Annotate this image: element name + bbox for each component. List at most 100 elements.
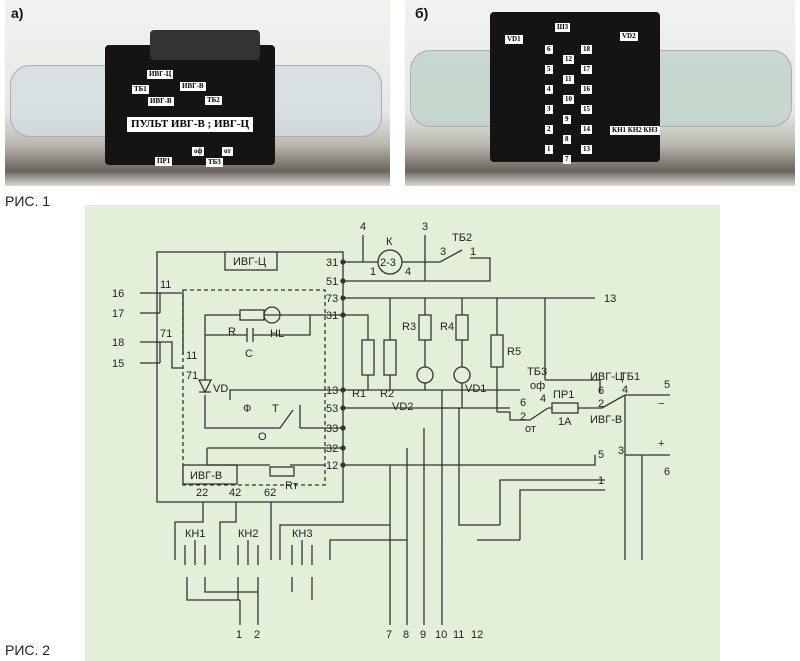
pin-11: 11: [186, 350, 197, 362]
vd-label: VD: [213, 383, 228, 395]
r4-label: R4: [440, 321, 454, 333]
title-plate: ПУЛЬТ ИВГ-В ; ИВГ-Ц: [127, 117, 254, 132]
tb1-pin1: 1: [598, 475, 604, 487]
plate-pr1: ПР1: [155, 157, 173, 166]
button-kh2-label: КН2: [238, 528, 258, 540]
photo-b-label: б): [415, 5, 429, 21]
pin-label: 13: [581, 145, 592, 154]
minus-sign: −: [658, 398, 664, 410]
pin-label: 3: [545, 105, 553, 114]
r5-label: R5: [507, 346, 521, 358]
rt-label: Rт: [285, 480, 298, 492]
pin-label: 1: [545, 145, 553, 154]
keypad: [150, 30, 260, 60]
o-label: О: [258, 431, 267, 443]
vd1-label: VD1: [465, 383, 486, 395]
plate-tb3: ТБ3: [206, 158, 223, 167]
pin-label: 8: [563, 135, 571, 144]
plate-ivg-c: ИВГ-Ц: [147, 70, 174, 79]
fig2-caption: РИС. 2: [5, 642, 51, 658]
tb2-pin3: 3: [440, 246, 446, 258]
fuse-pr1-rating: 1А: [558, 416, 572, 428]
pin-22: 22: [196, 487, 208, 499]
pin-33: 33: [326, 423, 338, 435]
node-71: 71: [160, 328, 172, 340]
button-kh3-label: КН3: [292, 528, 312, 540]
terminal-18: 18: [112, 337, 124, 349]
button-kh1-label: КН1: [185, 528, 205, 540]
ivg-c-label-box: [224, 251, 278, 271]
tb2-pin1: 1: [470, 246, 476, 258]
plate-tb2: ТБ2: [205, 96, 222, 105]
tb1-pin6: 6: [598, 385, 604, 397]
plate-ivg-v: ИВГ-В: [148, 97, 174, 106]
tb1-ivg-c: ИВГ-Ц: [590, 371, 623, 383]
terminal-7: 7: [386, 629, 392, 641]
photo-a: а) ИВГ-Ц ТБ1 ИВГ-В ИВГ-В ТБ2 ПУЛЬТ ИВГ-В…: [5, 0, 390, 186]
terminal-11: 11: [453, 629, 464, 641]
switch-tb2-label: ТБ2: [452, 232, 472, 244]
tb1-pin5: 5: [598, 449, 604, 461]
plate-sh3: Ш3: [555, 23, 571, 32]
pin-label: 6: [545, 45, 553, 54]
plate-tb1: ТБ1: [132, 85, 149, 94]
vd2-label: VD2: [392, 401, 413, 413]
c-label: C: [245, 348, 253, 360]
r2-label: R2: [380, 388, 394, 400]
fig1-caption: РИС. 1: [5, 193, 51, 209]
switch-tb3-label: ТБ3: [527, 366, 547, 378]
pin-label: 14: [581, 125, 592, 134]
plate-kn: КН1 КН2 КН3: [610, 126, 660, 135]
pin-32: 32: [326, 443, 338, 455]
pin-71: 71: [186, 370, 198, 382]
r-label: R: [228, 326, 236, 338]
tb1-pin3: 3: [618, 445, 624, 457]
pin-label: 7: [563, 155, 571, 164]
pin-label: 10: [563, 95, 574, 104]
terminal-9: 9: [420, 629, 426, 641]
tb3-of: оф: [530, 380, 545, 392]
relay-k-pin4: 4: [405, 266, 411, 278]
pin-label: 17: [581, 65, 592, 74]
terminal-1: 1: [236, 629, 242, 641]
relay-k-pin1: 1: [370, 266, 376, 278]
terminal-10: 10: [435, 629, 447, 641]
pin-label: 18: [581, 45, 592, 54]
pin-label: 15: [581, 105, 592, 114]
pin-12: 12: [326, 460, 338, 472]
pin-label: 12: [563, 55, 574, 64]
ivg-v-label: ИВГ-В: [190, 470, 222, 482]
r3-label: R3: [402, 321, 416, 333]
t-label: Т: [272, 403, 279, 415]
terminal-13: 13: [604, 293, 616, 305]
pin-13: 13: [326, 385, 338, 397]
hl-label: HL: [270, 328, 284, 340]
plate-ivg-v2: ИВГ-В: [180, 82, 206, 91]
terminal-17: 17: [112, 308, 124, 320]
terminal-8: 8: [403, 629, 409, 641]
plate-ot: от: [222, 147, 233, 156]
tb1-ivg-v: ИВГ-В: [590, 414, 622, 426]
pin-62: 62: [264, 487, 276, 499]
terminal-15: 15: [112, 358, 124, 370]
pin-label: 2: [545, 125, 553, 134]
photo-a-label: а): [11, 5, 24, 21]
terminal-6: 6: [664, 466, 670, 478]
r1-label: R1: [352, 388, 366, 400]
terminal-16: 16: [112, 288, 124, 300]
plus-sign: +: [658, 438, 664, 450]
tb3-ot: от: [525, 423, 536, 435]
tb1-pin2: 2: [598, 398, 604, 410]
pin-31: 31: [326, 310, 338, 322]
pin-label: 11: [563, 75, 574, 84]
plate-vd2: VD2: [620, 32, 638, 41]
pin-42: 42: [229, 487, 241, 499]
pin-label: 16: [581, 85, 592, 94]
tb3-pin2: 2: [520, 411, 526, 423]
ivg-c-label: ИВГ-Ц: [233, 256, 266, 268]
plate-of: оф: [192, 147, 205, 156]
pin-73: 73: [326, 293, 338, 305]
relay-k-body: 2-3: [380, 257, 396, 269]
